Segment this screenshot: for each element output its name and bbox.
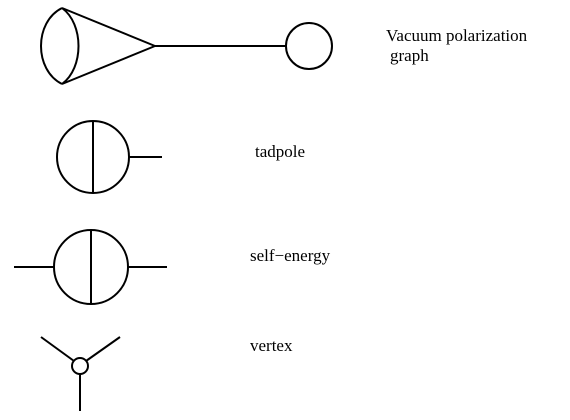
tadpole-label: tadpole bbox=[255, 142, 306, 161]
vacuum-end-loop bbox=[285, 22, 333, 70]
vacuum-polarization-graph bbox=[40, 7, 333, 85]
vacuum-upper-line bbox=[61, 7, 156, 47]
vertex-label: vertex bbox=[250, 336, 293, 355]
vacuum-lower-line bbox=[61, 45, 156, 85]
self-energy-label: self−energy bbox=[250, 246, 331, 265]
tadpole-diagram bbox=[56, 120, 162, 194]
self-energy-diagram bbox=[14, 229, 167, 305]
vacuum-loop-inner-arc bbox=[61, 7, 80, 85]
vertex-right-leg bbox=[85, 336, 121, 362]
vacuum-polarization-label-line2: graph bbox=[390, 46, 429, 65]
vacuum-polarization-label: Vacuum polarization graph bbox=[386, 26, 527, 66]
vacuum-polarization-label-line1: Vacuum polarization bbox=[386, 26, 528, 45]
vertex-diagram bbox=[40, 336, 121, 411]
vertex-left-leg bbox=[40, 336, 75, 362]
vacuum-loop-outer-arc bbox=[40, 7, 63, 85]
